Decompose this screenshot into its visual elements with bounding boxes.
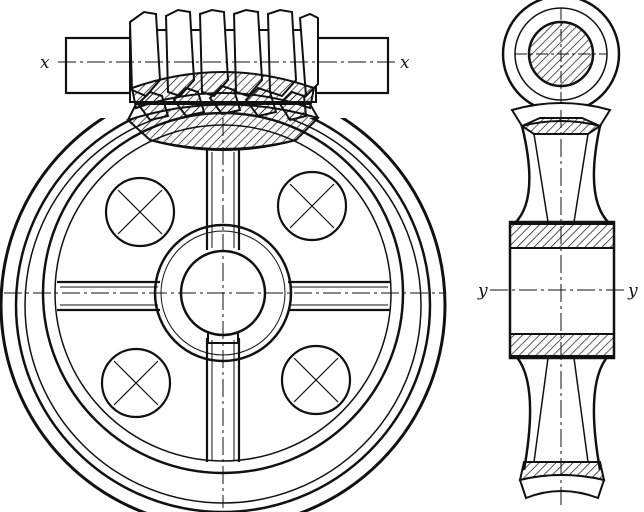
axis-label-x-left: x bbox=[40, 53, 50, 73]
worm bbox=[58, 8, 398, 122]
lightening-holes bbox=[100, 170, 352, 419]
wheel-rim-section bbox=[126, 103, 320, 151]
wheel-outer-rim bbox=[0, 118, 447, 512]
wheel-rim-inner-line bbox=[14, 118, 432, 512]
side-view bbox=[490, 0, 628, 508]
axis-label-y-left: y bbox=[477, 281, 488, 301]
axis-label-x-right: x bbox=[400, 53, 410, 73]
wheel-centerlines bbox=[4, 118, 446, 508]
worm-wheel-front-view bbox=[0, 111, 447, 512]
axis-label-y-right: y bbox=[627, 281, 638, 301]
worm-wheel-teeth bbox=[136, 84, 308, 122]
